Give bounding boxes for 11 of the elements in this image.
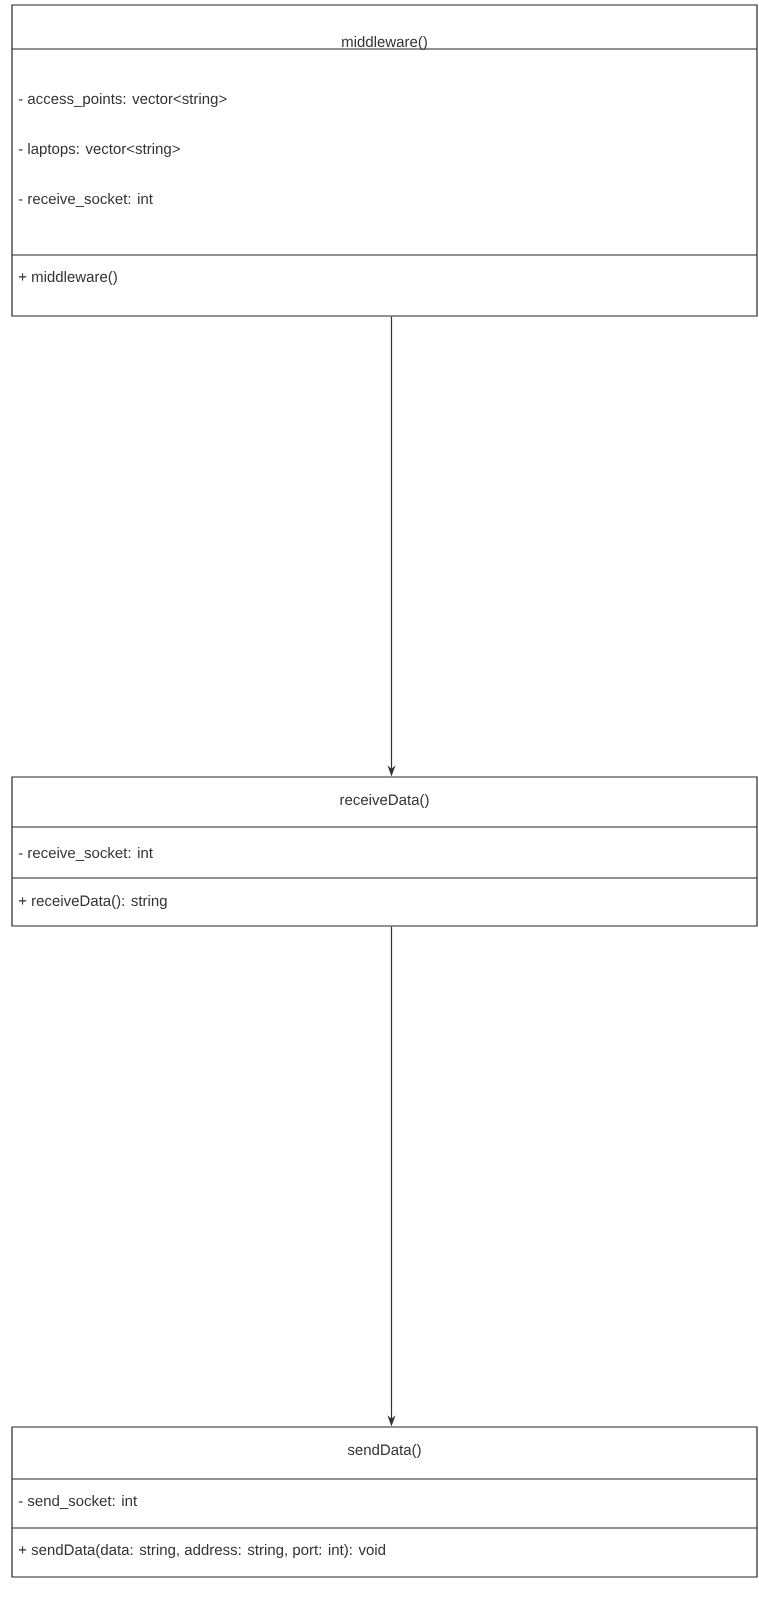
attribute-text: - receive_socket: int — [18, 193, 153, 207]
method-text: + sendData(data: string, address: string, port: int): void — [18, 1544, 385, 1558]
attribute-text: - send_socket: int — [18, 1495, 138, 1509]
class-name: sendData() — [347, 1444, 421, 1458]
attribute-text: - laptops: vector<string> — [18, 143, 180, 157]
method-text: + receiveData(): string — [18, 895, 167, 909]
class-name: middleware() — [342, 36, 427, 50]
class-name: receiveData() — [340, 794, 429, 808]
attribute-text: - access_points: vector<string> — [18, 93, 227, 107]
attribute-text: - receive_socket: int — [18, 847, 153, 861]
method-text: + middleware() — [18, 271, 117, 285]
